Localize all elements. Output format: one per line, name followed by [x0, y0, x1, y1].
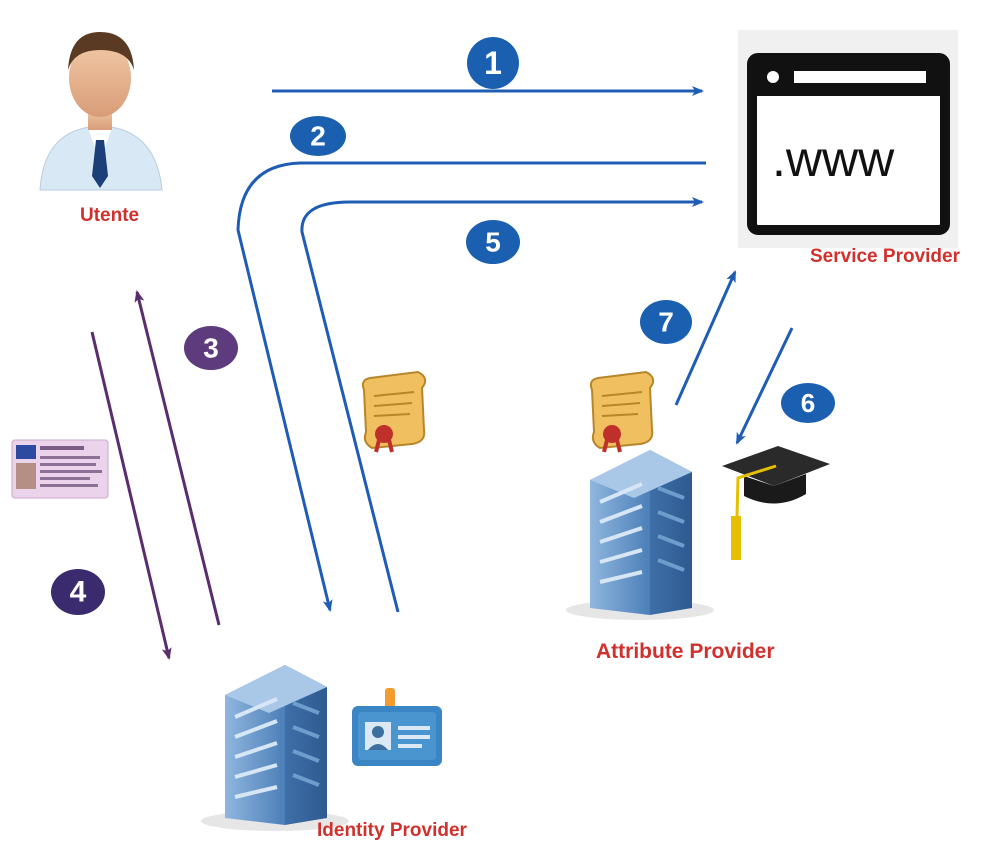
step-badge-7: 7: [640, 300, 692, 344]
step-badge-4: 4: [51, 569, 105, 615]
svg-text:2: 2: [310, 121, 326, 152]
arrow-step-2: [236, 161, 706, 612]
arrow-step-7: [674, 270, 737, 406]
svg-text:7: 7: [658, 307, 674, 338]
svg-text:4: 4: [70, 576, 87, 609]
building-icon-identity: [201, 665, 349, 831]
svg-text:1: 1: [484, 45, 502, 81]
step-badge-2: 2: [290, 116, 346, 156]
svg-text:5: 5: [485, 227, 501, 258]
building-icon: [566, 450, 714, 620]
arrow-step-3: [134, 290, 221, 626]
graduation-cap-icon: [722, 446, 830, 560]
svg-text:3: 3: [203, 333, 219, 364]
step-badge-5: 5: [466, 220, 520, 264]
arrow-step-4: [90, 331, 172, 660]
id-card-icon: [11, 439, 109, 499]
browser-www-text: .www: [772, 131, 895, 187]
step-badge-3: 3: [184, 326, 238, 370]
step-badge-6: 6: [781, 383, 835, 423]
browser-window-icon: .www: [738, 30, 958, 248]
certificate-scroll-icon-2: [589, 370, 655, 453]
label-service-provider: Service Provider: [810, 246, 960, 267]
arrow-step-6: [735, 327, 794, 445]
label-utente: Utente: [80, 205, 140, 226]
certificate-scroll-icon: [361, 370, 427, 453]
label-attribute-provider: Attribute Provider: [596, 640, 775, 663]
step-badge-1: 1: [467, 37, 519, 89]
label-identity-provider: Identity Provider: [317, 820, 467, 841]
arrow-step-5: [300, 197, 704, 613]
id-badge-icon: [352, 688, 442, 766]
user-avatar-icon: [39, 32, 163, 191]
svg-text:6: 6: [801, 388, 815, 418]
